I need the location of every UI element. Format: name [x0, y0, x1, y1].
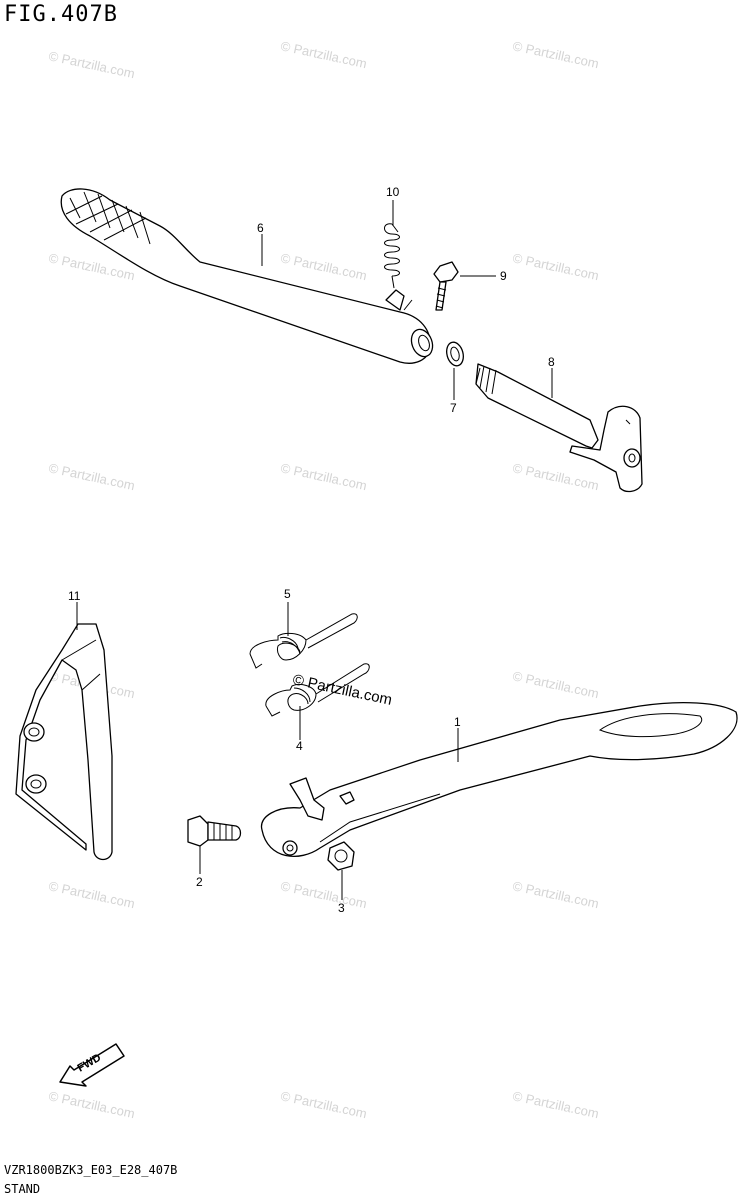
watermark: © Partzilla.com	[47, 878, 136, 911]
watermark: © Partzilla.com	[511, 460, 600, 493]
callout-1: 1	[454, 715, 461, 729]
callout-10: 10	[386, 185, 400, 199]
callout-4: 4	[296, 739, 303, 753]
callout-group: 10 6 9 7 8 11 5 4 1 2 3	[68, 185, 555, 915]
part-6-stand-leg	[60, 188, 434, 364]
watermark: © Partzilla.com	[279, 878, 368, 911]
callout-3: 3	[338, 901, 345, 915]
watermark: © Partzilla.com	[511, 878, 600, 911]
watermark: © Partzilla.com	[279, 38, 368, 71]
watermark: © Partzilla.com	[279, 460, 368, 493]
part-7-washer	[446, 341, 464, 367]
watermark: © Partzilla.com	[279, 1088, 368, 1121]
callout-5: 5	[284, 587, 291, 601]
fwd-arrow-icon: FWD	[59, 1043, 125, 1087]
watermark-layer: © Partzilla.com © Partzilla.com © Partzi…	[47, 38, 600, 1121]
watermark: © Partzilla.com	[511, 38, 600, 71]
part-2-bolt	[187, 815, 242, 847]
callout-7: 7	[450, 401, 457, 415]
figure-title: FIG.407B	[4, 2, 118, 27]
callout-6: 6	[257, 221, 264, 235]
callout-8: 8	[548, 355, 555, 369]
figure-code: VZR1800BZK3_E03_E28_407B	[4, 1163, 178, 1177]
watermark: © Partzilla.com	[511, 1088, 600, 1121]
watermark: © Partzilla.com	[511, 250, 600, 283]
part-1-side-stand	[260, 701, 738, 858]
callout-9: 9	[500, 269, 507, 283]
part-11-bracket	[15, 623, 113, 861]
part-10-spring	[384, 223, 400, 289]
part-3-nut	[327, 841, 355, 871]
part-8-shaft	[475, 363, 643, 493]
watermark: © Partzilla.com	[279, 250, 368, 283]
watermark: © Partzilla.com	[47, 460, 136, 493]
part-9-bolt	[433, 261, 459, 311]
callout-11: 11	[68, 589, 81, 603]
part-4-spring	[265, 663, 370, 717]
figure-caption: STAND	[4, 1182, 41, 1196]
part-5-spring	[249, 613, 358, 669]
watermark: © Partzilla.com	[511, 668, 600, 701]
callout-2: 2	[196, 875, 203, 889]
watermark: © Partzilla.com	[47, 48, 136, 81]
watermark: © Partzilla.com	[47, 1088, 136, 1121]
